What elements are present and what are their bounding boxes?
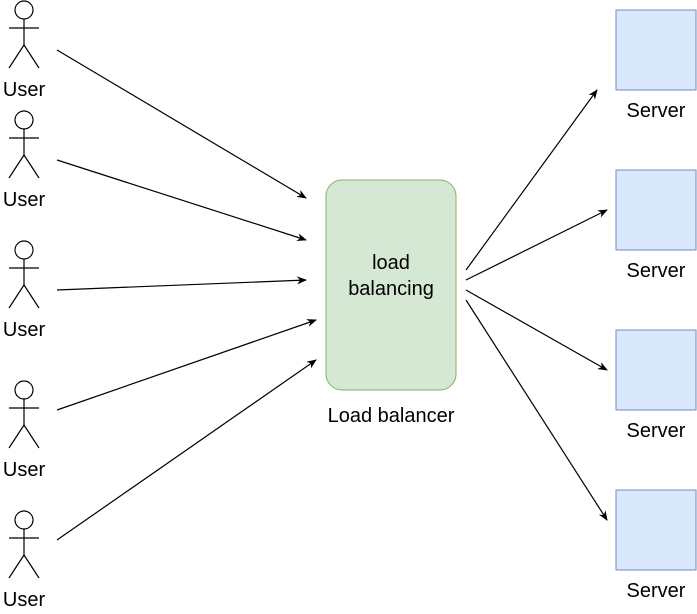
arrow-user1-to-lb xyxy=(56,49,307,199)
load-balancer-box xyxy=(325,179,457,391)
server-box xyxy=(615,489,697,571)
user-actor-4: User xyxy=(3,380,46,481)
server-4: Server xyxy=(615,489,697,602)
user-label: User xyxy=(3,589,46,611)
load-balancer: load balancing Load balancer xyxy=(325,179,457,427)
arrow-user4-to-lb xyxy=(56,319,317,411)
arrow-lb-to-server4 xyxy=(465,299,608,521)
user-icon xyxy=(8,240,40,309)
load-balancer-caption: Load balancer xyxy=(328,405,455,427)
user-actor-5: User xyxy=(3,510,46,611)
load-balancer-text-line1: load xyxy=(372,252,410,274)
server-label: Server xyxy=(627,100,686,122)
arrow-user5-to-lb xyxy=(56,359,317,541)
arrow-lb-to-server2 xyxy=(465,209,608,281)
server-label: Server xyxy=(627,260,686,282)
user-icon xyxy=(8,0,40,69)
arrow-lb-to-server1 xyxy=(465,89,598,271)
server-3: Server xyxy=(615,329,697,442)
user-label: User xyxy=(3,79,46,101)
server-box xyxy=(615,329,697,411)
server-label: Server xyxy=(627,580,686,602)
arrow-lb-to-server3 xyxy=(465,289,608,371)
user-icon xyxy=(8,510,40,579)
server-box xyxy=(615,9,697,91)
user-actor-2: User xyxy=(3,110,46,211)
user-actor-3: User xyxy=(3,240,46,341)
arrow-user3-to-lb xyxy=(56,276,307,291)
arrow-user2-to-lb xyxy=(56,159,307,242)
server-1: Server xyxy=(615,9,697,122)
user-actor-1: User xyxy=(3,0,46,101)
load-balancer-text-line2: balancing xyxy=(348,278,434,300)
server-2: Server xyxy=(615,169,697,282)
user-icon xyxy=(8,110,40,179)
user-label: User xyxy=(3,319,46,341)
user-icon xyxy=(8,380,40,449)
server-label: Server xyxy=(627,420,686,442)
server-box xyxy=(615,169,697,251)
user-label: User xyxy=(3,189,46,211)
user-label: User xyxy=(3,459,46,481)
